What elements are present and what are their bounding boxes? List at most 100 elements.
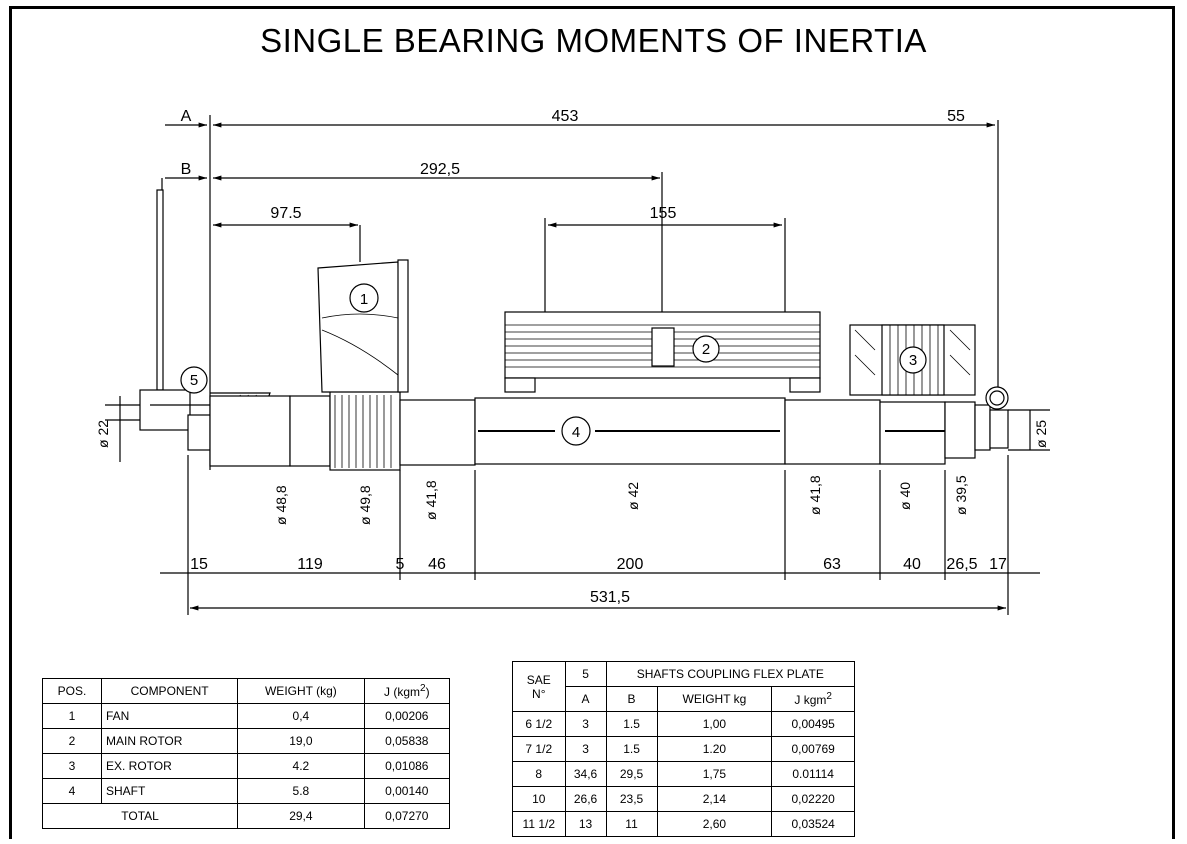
row-j: 0,05838: [363, 728, 451, 754]
row-b: 23,5: [605, 786, 658, 812]
drawing-frame: [9, 6, 1175, 839]
row-a: 26,6: [564, 786, 607, 812]
pos-4-label: 4: [572, 424, 580, 441]
row-j: 0,00769: [771, 736, 855, 762]
dim-155: 155: [650, 205, 677, 222]
row-sae: 11 1/2: [512, 811, 566, 837]
table-row: 11 1/2 13 11 2,60 0,03524: [512, 811, 855, 837]
row-weight: 1.20: [656, 736, 773, 762]
dim-total-531-5: 531,5: [590, 589, 630, 606]
row-b: 1.5: [605, 736, 658, 762]
row-weight: 2,60: [656, 811, 773, 837]
row-component: EX. ROTOR: [100, 753, 239, 779]
row-a: 3: [564, 711, 607, 737]
dia-48-8: ø 48,8: [273, 485, 289, 525]
row-a: 34,6: [564, 761, 607, 787]
table-row: 6 1/2 3 1.5 1,00 0,00495: [512, 711, 855, 737]
dia-39-5: ø 39,5: [953, 475, 969, 515]
row-weight: 5.8: [237, 778, 365, 804]
table-row: 7 1/2 3 1.5 1.20 0,00769: [512, 736, 855, 762]
pos-1-label: 1: [360, 291, 368, 308]
page-title: SINGLE BEARING MOMENTS OF INERTIA: [260, 22, 927, 59]
row-j: 0,02220: [771, 786, 855, 812]
table-row: 4 SHAFT 5.8 0,00140: [42, 778, 451, 804]
row-pos: 1: [42, 703, 102, 729]
total-j: 0,07270: [363, 803, 451, 829]
row-j: 0.01114: [771, 761, 855, 787]
row-j: 0,00206: [363, 703, 451, 729]
dia-41-8-left: ø 41,8: [423, 480, 439, 520]
header-weight: WEIGHT kg: [656, 686, 773, 712]
row-weight: 1,00: [656, 711, 773, 737]
dia-41-8-right: ø 41,8: [807, 475, 823, 515]
dim-15: 15: [190, 556, 208, 573]
dim-40: 40: [903, 556, 921, 573]
row-b: 1.5: [605, 711, 658, 737]
dim-46: 46: [428, 556, 446, 573]
dim-26-5: 26,5: [946, 556, 977, 573]
header-weight: WEIGHT (kg): [237, 678, 365, 704]
row-component: FAN: [100, 703, 239, 729]
row-weight: 2,14: [656, 786, 773, 812]
table-row: 8 34,6 29,5 1,75 0.01114: [512, 761, 855, 787]
dim-119: 119: [297, 556, 323, 573]
row-b: 11: [605, 811, 658, 837]
row-weight: 19,0: [237, 728, 365, 754]
header-a: A: [564, 686, 607, 712]
dim-5: 5: [396, 556, 405, 573]
table-total-row: TOTAL 29,4 0,07270: [41, 803, 451, 829]
table-row: 1 FAN 0,4 0,00206: [42, 703, 451, 729]
row-sae: 6 1/2: [512, 711, 566, 737]
table-row: 3 EX. ROTOR 4.2 0,01086: [42, 753, 451, 779]
row-sae: 10: [512, 786, 566, 812]
dim-55: 55: [947, 108, 965, 125]
row-a: 3: [564, 736, 607, 762]
dia-25: ø 25: [1033, 420, 1049, 448]
dia-42: ø 42: [625, 482, 641, 510]
dim-a: A: [181, 108, 192, 125]
row-pos: 4: [42, 778, 102, 804]
header-pos: POS.: [42, 678, 102, 704]
dim-292-5: 292,5: [420, 161, 460, 178]
dia-49-8: ø 49,8: [357, 485, 373, 525]
components-table: POS. COMPONENT WEIGHT (kg) J (kgm2) 1 FA…: [41, 678, 451, 829]
row-weight: 4.2: [237, 753, 365, 779]
header-coupling-title: SHAFTS COUPLING FLEX PLATE: [605, 661, 856, 687]
row-j: 0,01086: [363, 753, 451, 779]
row-pos: 2: [42, 728, 102, 754]
row-j: 0,00140: [363, 778, 451, 804]
row-j: 0,03524: [771, 811, 855, 837]
coupling-header-row-2: A B WEIGHT kg J kgm2: [513, 686, 855, 712]
row-sae: 8: [512, 761, 566, 787]
dim-17: 17: [989, 556, 1007, 573]
header-component: COMPONENT: [100, 678, 239, 704]
table-row: 2 MAIN ROTOR 19,0 0,05838: [42, 728, 451, 754]
header-pos-5: 5: [564, 661, 607, 687]
row-j: 0,00495: [771, 711, 855, 737]
table-row: 10 26,6 23,5 2,14 0,02220: [512, 786, 855, 812]
row-pos: 3: [42, 753, 102, 779]
table-header-row: POS. COMPONENT WEIGHT (kg) J (kgm2): [42, 678, 451, 704]
row-component: MAIN ROTOR: [100, 728, 239, 754]
dia-22: ø 22: [95, 420, 111, 448]
dia-40: ø 40: [897, 482, 913, 510]
row-weight: 0,4: [237, 703, 365, 729]
dim-63: 63: [823, 556, 841, 573]
pos-3-label: 3: [909, 352, 917, 369]
dim-b: B: [181, 161, 192, 178]
pos-5-label: 5: [190, 372, 198, 389]
row-a: 13: [564, 811, 607, 837]
header-j: J kgm2: [771, 686, 855, 712]
row-sae: 7 1/2: [512, 736, 566, 762]
total-weight: 29,4: [237, 803, 365, 829]
dim-200: 200: [617, 556, 644, 573]
header-j: J (kgm2): [363, 678, 451, 704]
row-weight: 1,75: [656, 761, 773, 787]
row-b: 29,5: [605, 761, 658, 787]
header-b: B: [605, 686, 658, 712]
pos-2-label: 2: [702, 341, 710, 358]
